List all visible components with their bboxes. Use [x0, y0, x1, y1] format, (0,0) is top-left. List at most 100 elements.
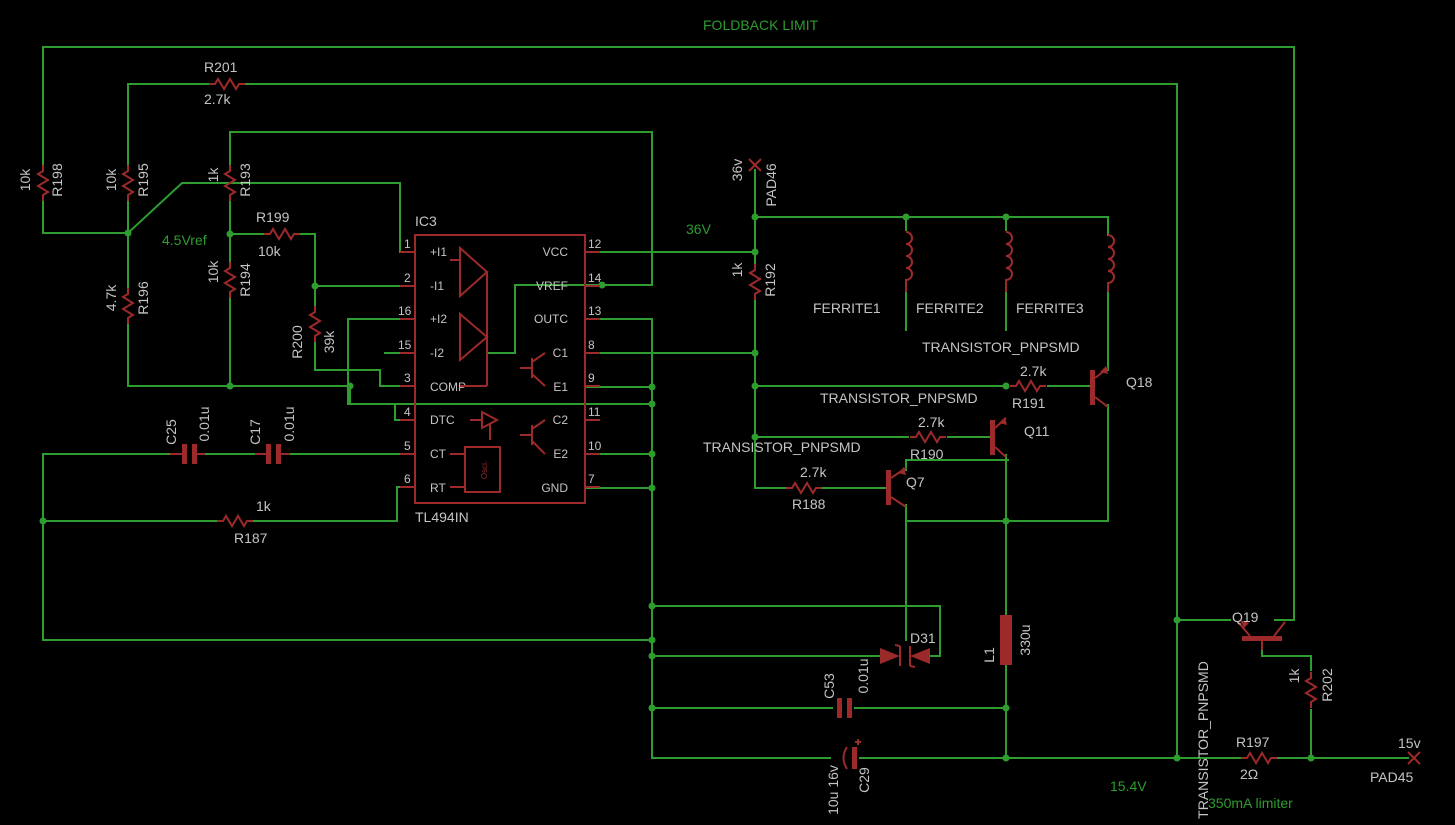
- capacitor-c17[interactable]: C17 0.01u: [247, 406, 297, 464]
- resistor-r191[interactable]: 2.7k R191: [1009, 363, 1047, 411]
- ferrite1-label: FERRITE1: [813, 300, 881, 316]
- pin-num: 10: [588, 439, 602, 453]
- resistor-r202[interactable]: 1k R202: [1286, 668, 1335, 709]
- net-foldback-limit: FOLDBACK LIMIT: [703, 17, 819, 33]
- c53-name: C53: [821, 673, 837, 699]
- pin-num: 4: [404, 405, 411, 419]
- r197-value: 2Ω: [1240, 766, 1258, 782]
- r193-value: 1k: [205, 167, 221, 183]
- pin-num: 3: [404, 371, 411, 385]
- q19-type: TRANSISTOR_PNPSMD: [1195, 661, 1211, 819]
- r188-value: 2.7k: [800, 464, 827, 480]
- junctions: [39, 213, 1315, 762]
- c25-value: 0.01u: [196, 406, 212, 441]
- r191-name: R191: [1012, 395, 1046, 411]
- q7-type: TRANSISTOR_PNPSMD: [703, 439, 861, 455]
- inductor-ferrite3[interactable]: FERRITE3: [1016, 234, 1115, 316]
- resistor-r194[interactable]: 10k R194: [205, 260, 253, 299]
- r200-value: 39k: [321, 330, 337, 354]
- r198-name: R198: [49, 163, 65, 197]
- r201-name: R201: [204, 59, 238, 75]
- transistor-q19[interactable]: Q19 TRANSISTOR_PNPSMD: [1195, 609, 1286, 819]
- d31-name: D31: [910, 630, 936, 646]
- pin-name: C1: [553, 346, 569, 360]
- q18-type: TRANSISTOR_PNPSMD: [922, 339, 1080, 355]
- ic3-error-amp-1-icon: [450, 245, 489, 299]
- capacitor-c53[interactable]: C53 0.01u: [821, 658, 871, 718]
- q11-name: Q11: [1024, 423, 1050, 439]
- r194-name: R194: [237, 263, 253, 297]
- pin-name: VREF: [536, 279, 568, 293]
- ic3-oscillator-label: Osci.: [480, 461, 489, 479]
- resistor-r201[interactable]: R201 2.7k: [204, 59, 246, 107]
- inductor-l1[interactable]: L1 330u: [981, 615, 1033, 665]
- pin-num: 7: [588, 472, 595, 486]
- l1-name: L1: [981, 647, 997, 663]
- pin-name: -I1: [430, 279, 444, 293]
- pin-name: CT: [430, 447, 447, 461]
- pin-num: 15: [398, 338, 412, 352]
- r196-name: R196: [135, 281, 151, 315]
- pad46[interactable]: 36v PAD46: [729, 158, 779, 207]
- ic3-output-transistor-1-icon: [520, 352, 546, 387]
- r201-value: 2.7k: [204, 91, 231, 107]
- resistor-r196[interactable]: 4.7k R196: [103, 281, 151, 325]
- resistor-r200[interactable]: R200 39k: [289, 305, 337, 359]
- pin-num: 2: [404, 271, 411, 285]
- pin-num: 1: [404, 237, 411, 251]
- diode-d31[interactable]: D31: [880, 630, 936, 668]
- c25-name: C25: [163, 419, 179, 445]
- inductor-ferrite2[interactable]: FERRITE2: [916, 231, 1013, 316]
- c53-value: 0.01u: [855, 658, 871, 693]
- pad46-name: PAD46: [763, 163, 779, 207]
- transistor-q18[interactable]: TRANSISTOR_PNPSMD Q18: [922, 339, 1153, 408]
- q19-name: Q19: [1232, 609, 1259, 625]
- pin-name: GND: [541, 481, 568, 495]
- ferrite2-label: FERRITE2: [916, 300, 984, 316]
- pad45-value: 15v: [1398, 735, 1421, 751]
- transistor-q11[interactable]: TRANSISTOR_PNPSMD Q11: [820, 390, 1050, 458]
- pad46-value: 36v: [729, 159, 745, 182]
- q18-name: Q18: [1126, 374, 1153, 390]
- r192-name: R192: [762, 263, 778, 297]
- r194-value: 10k: [205, 260, 221, 284]
- net-4-5vref: 4.5Vref: [162, 232, 207, 248]
- ic3[interactable]: IC3 TL494IN 1 2 16 15 3 4 5 6 +I1 -I1 +I…: [398, 213, 602, 525]
- pin-name: VCC: [543, 245, 569, 259]
- r196-value: 4.7k: [103, 284, 119, 311]
- resistor-r190[interactable]: 2.7k R190: [909, 414, 947, 462]
- r187-name: R187: [234, 530, 268, 546]
- pin-num: 6: [404, 472, 411, 486]
- transistor-q7[interactable]: TRANSISTOR_PNPSMD Q7: [703, 439, 925, 508]
- resistor-r197[interactable]: R197 2Ω: [1236, 734, 1278, 782]
- r193-name: R193: [237, 163, 253, 197]
- pin-name: COMP: [430, 380, 466, 394]
- pin-num: 5: [404, 439, 411, 453]
- resistor-r192[interactable]: 1k R192: [729, 262, 778, 301]
- r202-name: R202: [1319, 668, 1335, 702]
- pin-name: C2: [553, 413, 569, 427]
- pad45[interactable]: 15v PAD45: [1370, 735, 1421, 785]
- inductor-ferrite1[interactable]: FERRITE1: [813, 231, 913, 316]
- capacitor-c29[interactable]: 10u 16v C29: [825, 739, 872, 815]
- pin-name: OUTC: [534, 312, 568, 326]
- ic3-dtc-buffer-icon: [470, 410, 500, 440]
- resistor-r187[interactable]: 1k R187: [216, 498, 272, 546]
- resistor-r199[interactable]: R199 10k: [256, 209, 301, 259]
- pin-name: -I2: [430, 346, 444, 360]
- ic3-part: TL494IN: [415, 509, 469, 525]
- pin-name: E2: [553, 447, 568, 461]
- capacitor-c25[interactable]: C25 0.01u: [163, 406, 212, 464]
- resistor-r195[interactable]: 10k R195: [103, 163, 151, 202]
- r198-value: 10k: [17, 168, 33, 192]
- r190-value: 2.7k: [918, 414, 945, 430]
- wires: [42, 46, 1409, 759]
- resistor-r188[interactable]: 2.7k R188: [785, 464, 827, 512]
- ic3-left-pins: 1 2 16 15 3 4 5 6 +I1 -I1 +I2 -I2 COMP D…: [398, 237, 466, 495]
- c17-name: C17: [247, 419, 263, 445]
- resistor-r198[interactable]: 10k R198: [17, 163, 65, 202]
- net-labels: FOLDBACK LIMIT 4.5Vref 36V 15.4V 350mA l…: [162, 17, 1293, 811]
- resistor-r193[interactable]: 1k R193: [205, 163, 253, 202]
- r195-value: 10k: [103, 168, 119, 192]
